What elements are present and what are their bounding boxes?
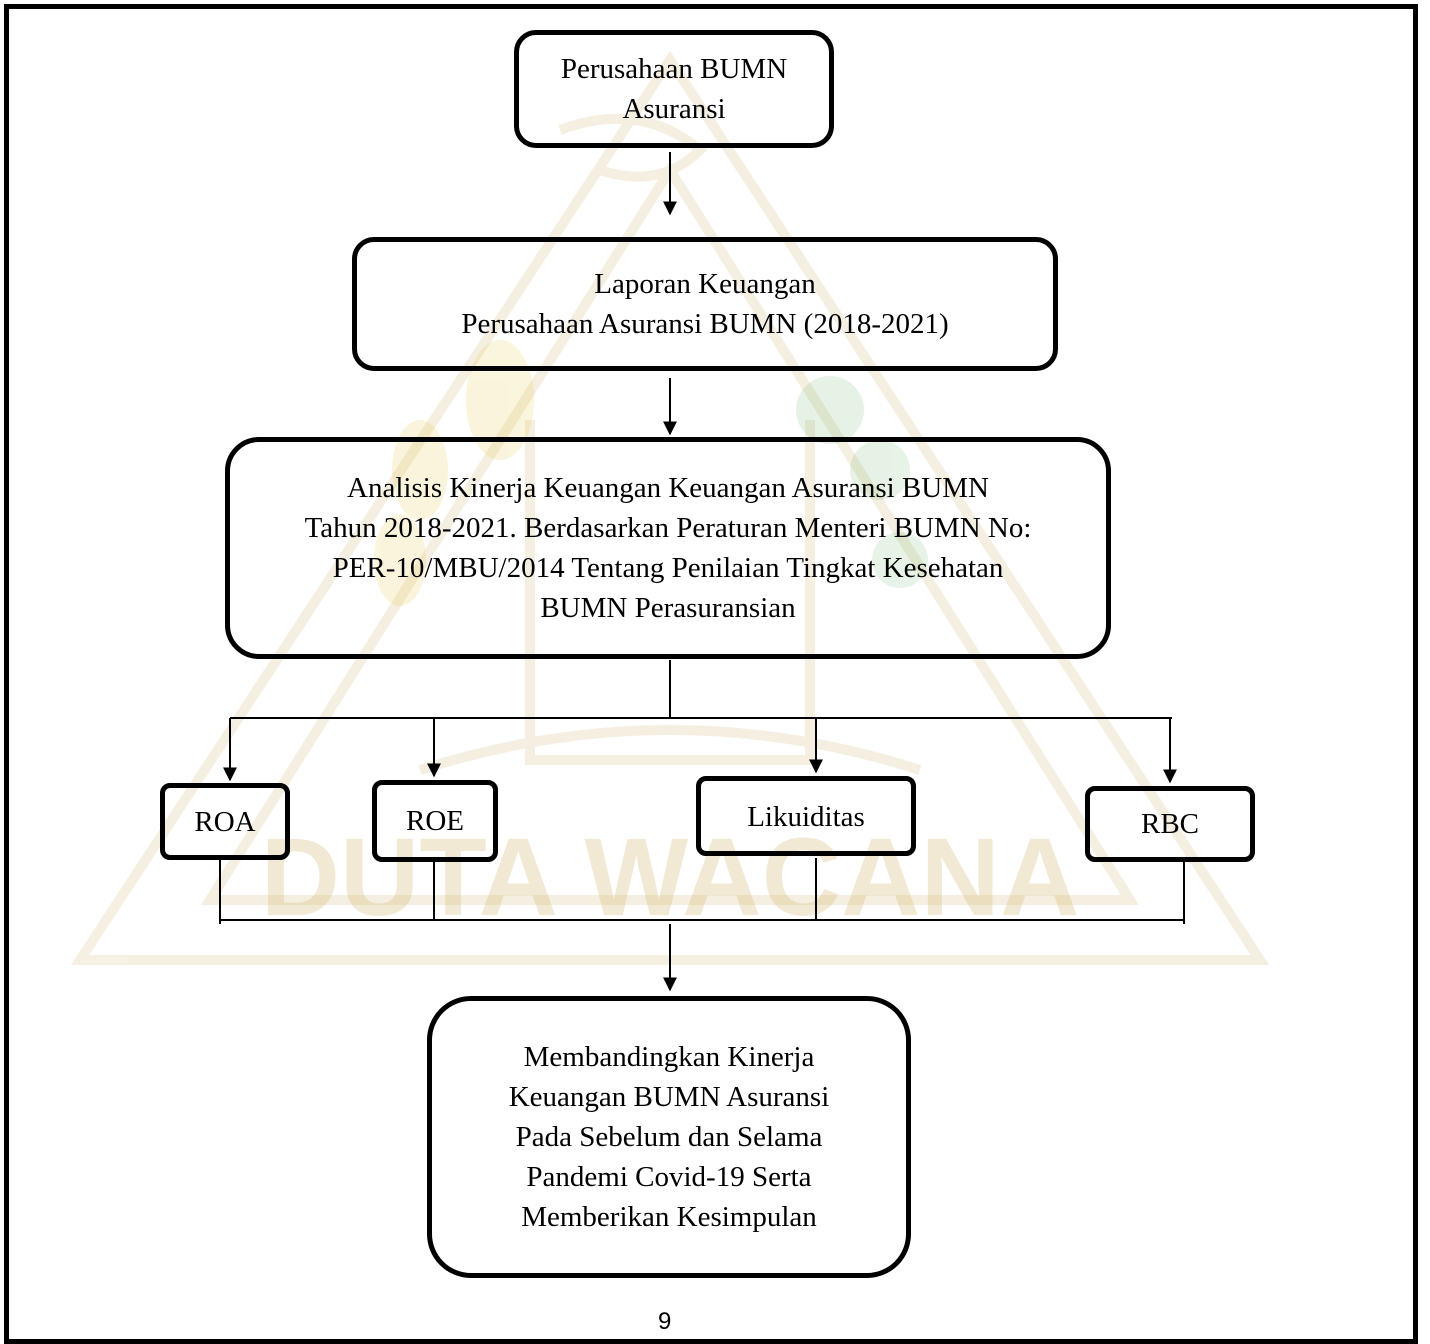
node-roa-label: ROA	[194, 805, 256, 838]
node-company-line: Asuransi	[622, 93, 726, 125]
node-conclusion-line: Pada Sebelum dan Selama	[515, 1121, 823, 1153]
watermark-text: DUTA WACANA	[261, 816, 1080, 939]
node-analysis: Analisis Kinerja Keuangan Keuangan Asura…	[225, 437, 1111, 659]
node-conclusion-line: Keuangan BUMN Asuransi	[508, 1081, 830, 1113]
node-roe: ROE	[372, 780, 498, 862]
node-company-line: Perusahaan BUMN	[560, 53, 788, 85]
node-report-line: Laporan Keuangan	[594, 268, 816, 300]
node-roa: ROA	[160, 783, 290, 860]
node-report: Laporan Keuangan Perusahaan Asuransi BUM…	[352, 237, 1058, 371]
node-likuiditas-label: Likuiditas	[747, 801, 865, 833]
node-conclusion-line: Membandingkan Kinerja	[523, 1041, 815, 1073]
node-report-line: Perusahaan Asuransi BUMN (2018-2021)	[461, 308, 949, 340]
node-conclusion-line: Memberikan Kesimpulan	[521, 1201, 817, 1233]
page-number: 9	[658, 1308, 672, 1335]
node-analysis-line: PER-10/MBU/2014 Tentang Penilaian Tingka…	[332, 552, 1004, 584]
node-roe-label: ROE	[406, 805, 464, 837]
node-analysis-line: BUMN Perasuransian	[540, 592, 796, 624]
node-rbc-label: RBC	[1140, 808, 1200, 840]
node-likuiditas: Likuiditas	[696, 776, 916, 856]
node-rbc: RBC	[1085, 786, 1255, 862]
node-analysis-line: Analisis Kinerja Keuangan Keuangan Asura…	[347, 472, 989, 504]
node-conclusion: Membandingkan Kinerja Keuangan BUMN Asur…	[427, 996, 911, 1278]
node-company: Perusahaan BUMN Asuransi	[514, 30, 834, 148]
node-conclusion-line: Pandemi Covid-19 Serta	[526, 1161, 812, 1193]
node-analysis-line: Tahun 2018-2021. Berdasarkan Peraturan M…	[304, 512, 1032, 544]
